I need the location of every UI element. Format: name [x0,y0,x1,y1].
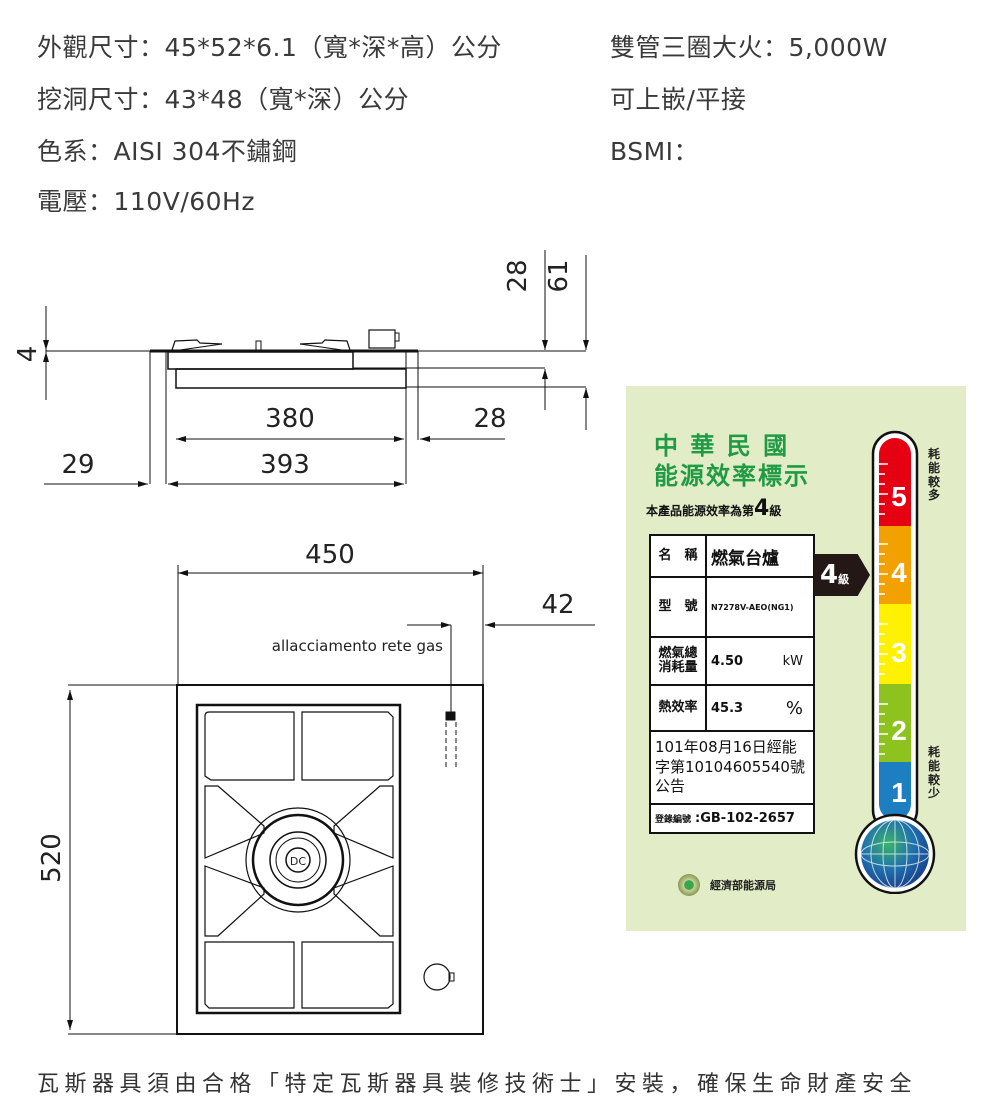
spec-burner-power: 雙管三圈大火：5,000W [610,33,888,62]
technical-drawing: 4 28 61 380 28 29 393 [13,250,595,1035]
grade-arrow-badge: 4級 [814,554,870,596]
label-row-consumption: 燃氣總消耗量 4.50 kW [651,638,813,686]
label-grade-suffix: 級 [769,504,782,518]
label-title-main: 能源效率標示 [654,462,810,490]
efficiency-thermometer: 5 4 3 2 1 [854,430,936,894]
label-announcement: 101年08月16日經能字第10104605540號公告 [655,738,805,795]
dim-29: 29 [61,450,94,480]
label-unit: kW [782,653,803,669]
scale-level-4: 4 [891,557,907,588]
label-row-model: 型 號 N7278V-AEO(NG1) [651,578,813,638]
label-registration-number: GB-102-2657 [700,810,795,826]
spec-installation: 可上嵌/平接 [610,85,747,114]
scale-top-label: 耗能較多 [928,447,941,503]
dim-61: 61 [544,259,574,292]
energy-efficiency-label: 中 華 民 國 能源效率標示 本產品能源效率為第4級 名 稱 燃氣台爐 型 號 … [626,386,966,931]
scale-level-5: 5 [891,481,907,512]
spec-bsmi: BSMI： [610,137,700,166]
label-row-efficiency: 熱效率 45.3 % [651,686,813,732]
dim-520: 520 [37,833,67,883]
label-value-group: 4.50 kW [707,654,813,669]
label-key: 熱效率 [651,686,707,730]
label-key: 型 號 [651,578,707,636]
scale-level-1: 1 [891,777,907,808]
dim-4: 4 [13,346,43,363]
grade-arrow-number: 4 [820,560,839,590]
grade-arrow-suffix: 級 [838,573,850,586]
label-key: 燃氣總消耗量 [651,638,707,684]
dim-380: 380 [265,404,315,434]
top-view [67,565,595,1035]
energy-bureau-logo-icon [678,874,700,896]
label-row-name: 名 稱 燃氣台爐 [651,536,813,578]
label-value: 4.50 [711,653,744,669]
label-value: 燃氣台爐 [711,548,779,569]
dim-28-vertical: 28 [503,259,533,292]
label-row-announcement: 101年08月16日經能字第10104605540號公告 [651,732,813,805]
label-registration: 登錄編號:GB-102-2657 [655,810,795,826]
gas-connection-label: allacciamento rete gas [272,637,443,655]
label-info-table: 名 稱 燃氣台爐 型 號 N7278V-AEO(NG1) 燃氣總消耗量 4.50… [649,534,815,834]
label-title-country: 中 華 民 國 [654,432,790,460]
label-row-registration: 登錄編號:GB-102-2657 [651,805,813,832]
spec-outer-dimensions: 外觀尺寸：45*52*6.1（寬*深*高）公分 [37,33,502,62]
dim-28-horizontal: 28 [473,404,506,434]
dim-450: 450 [305,540,355,570]
label-grade-statement: 本產品能源效率為第4級 [646,496,781,521]
spec-material: 色系：AISI 304不鏽鋼 [37,137,298,166]
label-unit: % [785,697,803,719]
label-key: 名 稱 [651,536,707,576]
spec-voltage: 電壓：110V/60Hz [37,187,255,216]
burner-label: DC [290,855,306,868]
dim-393: 393 [260,450,310,480]
spec-cutout-dimensions: 挖洞尺寸：43*48（寬*深）公分 [37,85,410,114]
label-grade-prefix: 本產品能源效率為第 [646,504,755,518]
issuer: 經濟部能源局 [678,874,776,896]
scale-level-2: 2 [891,715,907,746]
scale-level-3: 3 [891,637,907,668]
label-registration-key: 登錄編號 [655,814,692,825]
dim-42: 42 [541,590,574,620]
issuer-name: 經濟部能源局 [710,879,776,892]
installation-safety-note: 瓦斯器具須由合格「特定瓦斯器具裝修技術士」安裝，確保生命財產安全 [37,1072,918,1097]
label-value: 45.3 [711,700,744,716]
label-grade-number: 4 [754,496,770,521]
scale-bottom-label: 耗能較少 [928,745,941,801]
label-value: N7278V-AEO(NG1) [711,602,794,612]
side-view [43,250,589,487]
label-value-group: 45.3 % [707,698,813,719]
